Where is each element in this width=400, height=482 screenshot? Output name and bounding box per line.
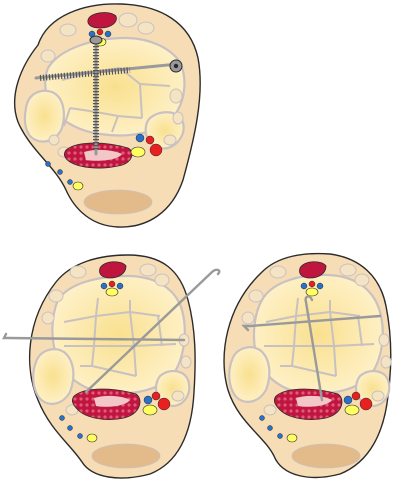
palmar-muscle-pale [296,395,332,407]
neurovascular-bundle-palmar [45,133,163,191]
panel-bottom-right [223,252,392,479]
dorsal-muscle [99,261,127,279]
bone-side-left [23,89,65,143]
extensor-tendons [41,263,192,416]
neurovascular-bundle-palmar [259,391,373,443]
bone-side-left [32,348,75,405]
palmar-fat-pad [83,189,153,215]
cross-screw-fixation [34,35,183,156]
extensor-tendons [241,263,392,416]
neurovascular-bundle-top [300,280,324,297]
bone-fragment-lines [63,297,177,377]
palmar-fat-pad [291,443,361,469]
bone-side-left [228,346,271,403]
palmar-fat-pad [91,443,161,469]
k-wire-fixation [241,295,382,402]
palmar-muscle-pale [94,395,130,407]
neurovascular-bundle-top [100,280,124,297]
extensor-tendons [40,12,184,158]
panel-top-left [14,3,201,228]
neurovascular-bundle-palmar [59,391,171,443]
dorsal-muscle [299,261,327,279]
k-wire-fixation [2,268,221,394]
palmar-muscle-pale [84,149,122,161]
dorsal-muscle [87,12,117,29]
panel-bottom-left [2,254,221,479]
